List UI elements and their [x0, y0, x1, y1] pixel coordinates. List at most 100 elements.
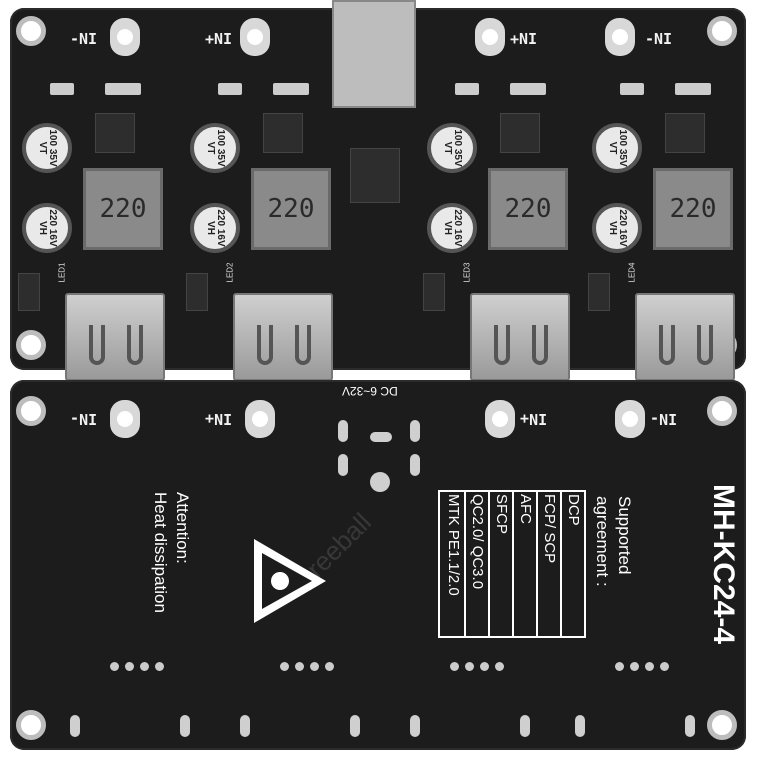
- terminal-label: +NI: [510, 30, 538, 48]
- mount-hole: [16, 396, 46, 426]
- solder-pad: [575, 715, 585, 737]
- smd-resistor: [510, 83, 546, 95]
- model-label: MH-KC24-4: [707, 484, 740, 645]
- solder-dot: [450, 662, 459, 671]
- smd-resistor: [455, 83, 479, 95]
- capacitor-100uf: 100 35V VT: [22, 123, 72, 173]
- terminal-label: IN-: [650, 410, 678, 428]
- terminal-label: +NI: [205, 30, 233, 48]
- terminal-label: IN+: [205, 410, 233, 428]
- attention-label: Attention:: [173, 492, 192, 564]
- solder-pad: [520, 715, 530, 737]
- solder-dot: [325, 662, 334, 671]
- capacitor-220uf: 220 16V VH: [592, 203, 642, 253]
- mount-hole: [16, 16, 46, 46]
- esd-warning-icon: [254, 539, 326, 623]
- solder-pad: [370, 472, 390, 492]
- terminal-pad: [245, 400, 275, 438]
- diode: [588, 273, 610, 311]
- solder-dot: [155, 662, 164, 671]
- protocol-entry: DCP: [560, 492, 584, 636]
- usb-port: [470, 293, 570, 381]
- smd-resistor: [620, 83, 644, 95]
- solder-dot: [615, 662, 624, 671]
- smd-resistor: [105, 83, 141, 95]
- terminal-pad: [605, 18, 635, 56]
- protocol-entry: QC2.0/ QC3.0: [464, 492, 488, 636]
- capacitor-220uf: 220 16V VH: [22, 203, 72, 253]
- solder-dot: [310, 662, 319, 671]
- inductor: 220: [653, 168, 733, 250]
- solder-dot: [295, 662, 304, 671]
- usb-port: [635, 293, 735, 381]
- capacitor-100uf: 100 35V VT: [190, 123, 240, 173]
- mount-hole: [16, 710, 46, 740]
- solder-pad: [70, 715, 80, 737]
- solder-pad: [240, 715, 250, 737]
- solder-dot: [125, 662, 134, 671]
- smd-resistor: [218, 83, 242, 95]
- mount-hole: [707, 396, 737, 426]
- terminal-pad: [240, 18, 270, 56]
- solder-pad: [338, 420, 348, 442]
- solder-dot: [645, 662, 654, 671]
- terminal-label: -NI: [645, 30, 673, 48]
- capacitor-100uf: 100 35V VT: [427, 123, 477, 173]
- capacitor-220uf: 220 16V VH: [190, 203, 240, 253]
- inductor: 220: [251, 168, 331, 250]
- smd-resistor: [675, 83, 711, 95]
- ic-chip: [665, 113, 705, 153]
- mount-hole: [707, 16, 737, 46]
- usb-port: [233, 293, 333, 381]
- protocol-entry: FCP/ SCP: [536, 492, 560, 636]
- led-label: LED3: [462, 262, 472, 283]
- solder-dot: [280, 662, 289, 671]
- input-voltage-label: DC 6~32V: [342, 384, 398, 398]
- solder-pad: [350, 715, 360, 737]
- solder-pad: [410, 454, 420, 476]
- smd-resistor: [273, 83, 309, 95]
- protocol-entry: MTK PE1.1/2.0: [445, 494, 462, 596]
- terminal-pad: [475, 18, 505, 56]
- protocol-entry: SFCP: [488, 492, 512, 636]
- inductor: 220: [488, 168, 568, 250]
- solder-dot: [495, 662, 504, 671]
- led-label: LED4: [627, 262, 637, 283]
- terminal-pad: [615, 400, 645, 438]
- ic-chip: [95, 113, 135, 153]
- terminal-label: IN+: [520, 410, 548, 428]
- terminal-label: -NI: [70, 30, 98, 48]
- led-label: LED2: [225, 262, 235, 283]
- usb-port: [65, 293, 165, 381]
- dc-input-connector: [332, 0, 416, 108]
- solder-dot: [465, 662, 474, 671]
- terminal-pad: [110, 18, 140, 56]
- capacitor-220uf: 220 16V VH: [427, 203, 477, 253]
- solder-dot: [630, 662, 639, 671]
- inductor: 220: [83, 168, 163, 250]
- agreement-label: agreement :: [593, 496, 612, 587]
- solder-dot: [140, 662, 149, 671]
- mount-hole: [707, 710, 737, 740]
- solder-pad: [180, 715, 190, 737]
- solder-dot: [660, 662, 669, 671]
- solder-dot: [110, 662, 119, 671]
- solder-pad: [370, 432, 392, 442]
- diode: [350, 148, 400, 203]
- led-label: LED1: [57, 262, 67, 283]
- capacitor-100uf: 100 35V VT: [592, 123, 642, 173]
- solder-dot: [480, 662, 489, 671]
- solder-pad: [685, 715, 695, 737]
- smd-resistor: [50, 83, 74, 95]
- solder-pad: [410, 420, 420, 442]
- heat-dissipation-label: Heat dissipation: [151, 492, 170, 613]
- ic-chip: [263, 113, 303, 153]
- diode: [423, 273, 445, 311]
- ic-chip: [500, 113, 540, 153]
- mount-hole: [16, 330, 46, 360]
- protocol-entry: AFC: [512, 492, 536, 636]
- solder-pad: [410, 715, 420, 737]
- diode: [18, 273, 40, 311]
- terminal-label: IN-: [70, 410, 98, 428]
